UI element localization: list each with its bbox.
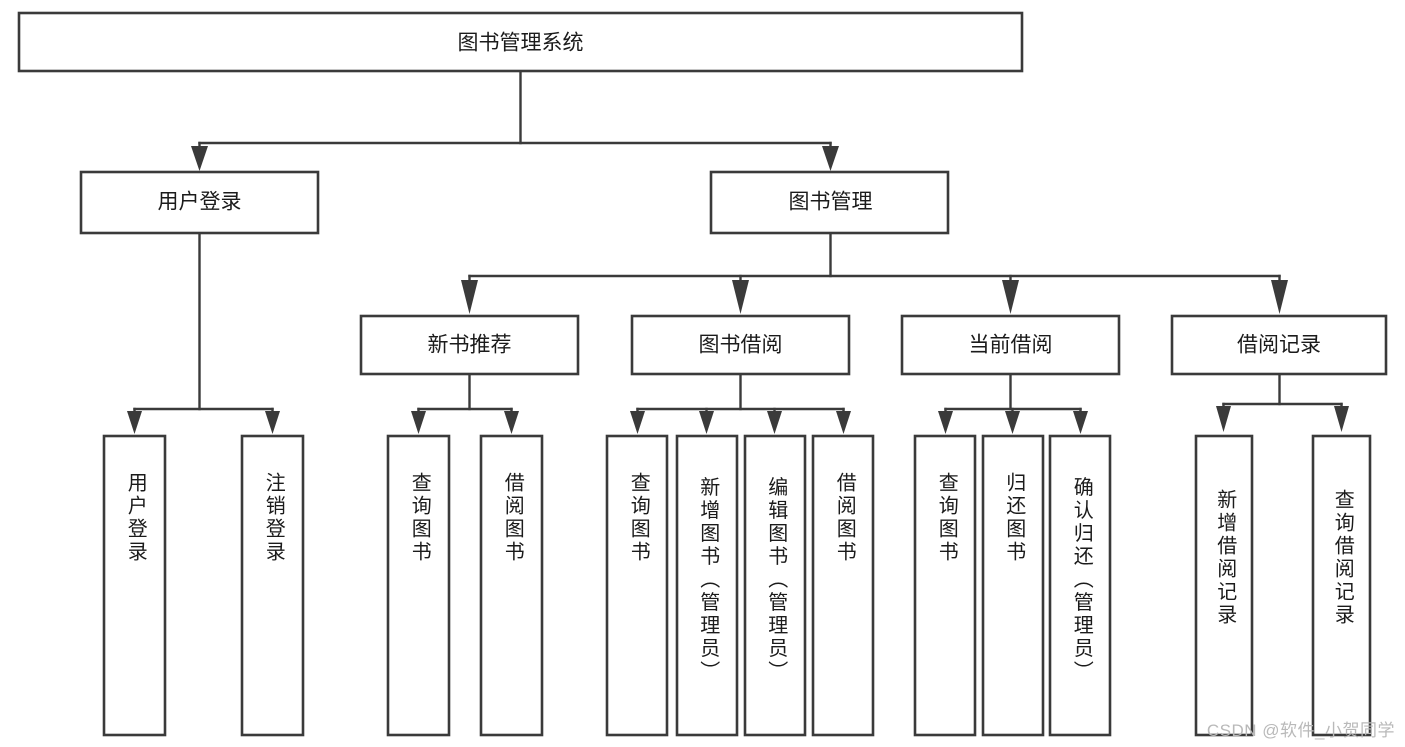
arrow-head-leaf-edit-book	[767, 411, 782, 434]
node-leaf-confirm-return-admin-label: 确认归还（管理员）	[1070, 476, 1093, 683]
arrow-head-book-borrow	[732, 280, 749, 314]
node-leaf-logout[interactable]: 注销登录	[240, 434, 305, 737]
arrow-head-leaf-logout	[265, 411, 280, 434]
node-leaf-user-login-box[interactable]	[102, 434, 167, 737]
node-root-box[interactable]	[17, 11, 1024, 73]
node-leaf-user-login-label: 用户登录	[124, 472, 147, 564]
connector-layer	[127, 69, 1349, 434]
node-book-borrow[interactable]: 图书借阅	[630, 314, 851, 376]
node-leaf-query-borrow-record-label: 查询借阅记录	[1331, 489, 1354, 627]
node-leaf-borrow-book-label: 借阅图书	[833, 472, 856, 564]
node-user-login-box[interactable]	[79, 170, 320, 235]
node-leaf-borrow-book-new-box[interactable]	[479, 434, 544, 737]
node-leaf-query-book-current-box[interactable]	[913, 434, 977, 737]
node-leaf-query-borrow-record-box[interactable]	[1311, 434, 1372, 737]
node-new-book-recommend-box[interactable]	[359, 314, 580, 376]
arrow-head-new-book-recommend	[461, 280, 478, 314]
node-current-borrow-label: 当前借阅	[969, 334, 1053, 357]
node-leaf-return-book-label: 归还图书	[1003, 472, 1026, 564]
node-book-management-box[interactable]	[709, 170, 950, 235]
node-leaf-edit-book-admin[interactable]: 编辑图书（管理员）	[743, 434, 807, 737]
node-new-book-recommend-label: 新书推荐	[428, 334, 512, 357]
node-leaf-borrow-book-box[interactable]	[811, 434, 875, 737]
arrow-head-to-book-management	[822, 146, 839, 171]
node-leaf-borrow-book-new[interactable]: 借阅图书	[479, 434, 544, 737]
node-leaf-query-book-borrow-label: 查询图书	[627, 472, 650, 564]
node-leaf-edit-book-admin-label: 编辑图书（管理员）	[765, 476, 788, 683]
arrow-head-leaf-borrow-book-new	[504, 411, 519, 434]
node-leaf-query-book-new-label: 查询图书	[408, 472, 431, 564]
node-new-book-recommend[interactable]: 新书推荐	[359, 314, 580, 376]
node-book-management-label: 图书管理	[789, 191, 873, 214]
arrow-head-leaf-query-book-new	[411, 411, 426, 434]
node-user-login[interactable]: 用户登录	[79, 170, 320, 235]
node-book-borrow-box[interactable]	[630, 314, 851, 376]
arrow-head-leaf-borrow-book	[836, 411, 851, 434]
node-current-borrow[interactable]: 当前借阅	[900, 314, 1121, 376]
node-leaf-add-book-admin[interactable]: 新增图书（管理员）	[675, 434, 739, 737]
arrow-head-current-borrow	[1002, 280, 1019, 314]
node-borrow-record-label: 借阅记录	[1237, 334, 1321, 357]
arrow-head-to-user-login	[191, 146, 208, 171]
arrow-head-leaf-query-book-borrow	[630, 411, 645, 434]
node-root-label: 图书管理系统	[458, 32, 584, 55]
node-leaf-confirm-return-admin[interactable]: 确认归还（管理员）	[1048, 434, 1112, 737]
arrow-head-leaf-add-book	[699, 411, 714, 434]
node-leaf-return-book[interactable]: 归还图书	[981, 434, 1045, 737]
node-leaf-add-borrow-record-box[interactable]	[1194, 434, 1254, 737]
node-leaf-return-book-box[interactable]	[981, 434, 1045, 737]
node-leaf-query-borrow-record[interactable]: 查询借阅记录	[1311, 434, 1372, 737]
arrow-head-leaf-query-borrow-record	[1334, 406, 1349, 432]
watermark-label: CSDN @软件_小贺同学	[1206, 721, 1395, 740]
node-leaf-logout-box[interactable]	[240, 434, 305, 737]
node-current-borrow-box[interactable]	[900, 314, 1121, 376]
node-book-management[interactable]: 图书管理	[709, 170, 950, 235]
node-leaf-borrow-book[interactable]: 借阅图书	[811, 434, 875, 737]
node-leaf-query-book-current-label: 查询图书	[935, 472, 958, 564]
node-leaf-add-book-admin-box[interactable]	[675, 434, 739, 737]
node-leaf-query-book-current[interactable]: 查询图书	[913, 434, 977, 737]
node-borrow-record-box[interactable]	[1170, 314, 1388, 376]
node-leaf-query-book-new[interactable]: 查询图书	[386, 434, 451, 737]
node-leaf-query-book-new-box[interactable]	[386, 434, 451, 737]
node-leaf-query-book-borrow-box[interactable]	[605, 434, 669, 737]
arrow-head-leaf-user-login	[127, 411, 142, 434]
node-leaf-add-borrow-record-label: 新增借阅记录	[1214, 489, 1237, 627]
arrow-head-borrow-record	[1271, 280, 1288, 314]
node-leaf-user-login[interactable]: 用户登录	[102, 434, 167, 737]
node-borrow-record[interactable]: 借阅记录	[1170, 314, 1388, 376]
node-leaf-add-book-admin-label: 新增图书（管理员）	[697, 476, 720, 683]
node-leaf-borrow-book-new-label: 借阅图书	[501, 472, 524, 564]
node-root[interactable]: 图书管理系统	[17, 11, 1024, 73]
node-leaf-confirm-return-admin-box[interactable]	[1048, 434, 1112, 737]
arrow-head-leaf-add-borrow-record	[1216, 406, 1231, 432]
node-leaf-query-book-borrow[interactable]: 查询图书	[605, 434, 669, 737]
node-user-login-label: 用户登录	[158, 191, 242, 214]
arrow-head-leaf-confirm-return	[1073, 411, 1088, 434]
node-leaf-add-borrow-record[interactable]: 新增借阅记录	[1194, 434, 1254, 737]
node-book-borrow-label: 图书借阅	[699, 334, 783, 357]
arrow-head-leaf-return-book	[1005, 411, 1020, 434]
node-leaf-logout-label: 注销登录	[262, 472, 285, 564]
arrow-head-leaf-query-book-current	[938, 411, 953, 434]
node-leaf-edit-book-admin-box[interactable]	[743, 434, 807, 737]
